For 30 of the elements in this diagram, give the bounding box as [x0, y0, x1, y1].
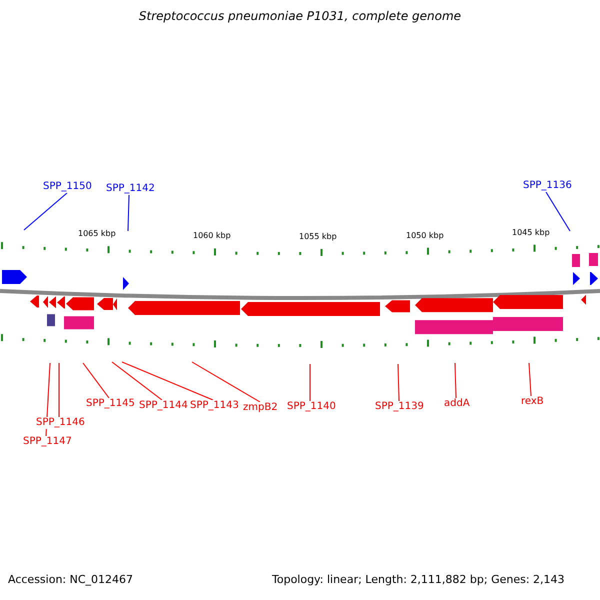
- gene-label: SPP_1140: [287, 401, 336, 413]
- gene-label: SPP_1144: [139, 400, 188, 412]
- scale-label: 1045 kbp: [512, 226, 550, 239]
- leader-line: [82, 362, 110, 398]
- leader-line: [528, 362, 532, 396]
- leader-line: [112, 362, 162, 400]
- leader-line: [58, 362, 60, 418]
- chart-title: Streptococcus pneumoniae P1031, complete genome: [138, 10, 462, 22]
- gene-label: SPP_1145: [86, 398, 135, 410]
- leader-line: [398, 364, 400, 402]
- scale-label: 1060 kbp: [193, 230, 231, 242]
- scale-label: 1055 kbp: [299, 230, 337, 243]
- gene-label: SPP_1150: [43, 181, 92, 193]
- genome-stats-text: Topology: linear; Length: 2,111,882 bp; Genes: 2,143: [272, 574, 565, 586]
- gene-label: SPP_1142: [106, 183, 155, 195]
- gene-label: SPP_1143: [190, 400, 239, 412]
- gene-label: SPP_1136: [523, 180, 572, 192]
- scale-label: 1065 kbp: [78, 228, 116, 240]
- leader-line: [454, 362, 456, 398]
- accession-text: Accession: NC_012467: [8, 574, 134, 586]
- leader-line: [122, 362, 214, 400]
- leader-line: [24, 192, 68, 230]
- leader-line: [546, 192, 570, 232]
- leader-line: [192, 362, 260, 402]
- gene-label: zmpB2: [243, 402, 278, 414]
- gene-label: SPP_1146: [36, 417, 85, 429]
- gene-label: SPP_1139: [375, 401, 424, 413]
- gene-label: SPP_1147: [23, 436, 72, 448]
- scale-label: 1050 kbp: [406, 230, 444, 242]
- leader-line: [128, 194, 130, 232]
